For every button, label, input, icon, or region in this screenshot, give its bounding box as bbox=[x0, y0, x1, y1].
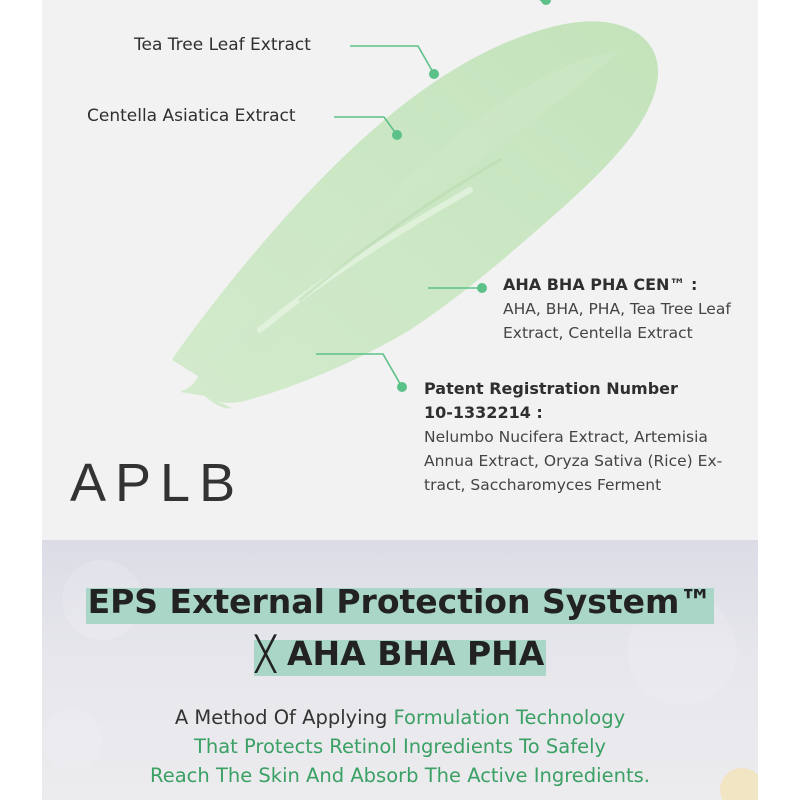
callout-aha: AHA BHA PHA CEN™ : AHA, BHA, PHA, Tea Tr… bbox=[503, 273, 731, 345]
callout-aha-title: AHA BHA PHA CEN™ : bbox=[503, 275, 698, 294]
callout-patent-line-2: Annua Extract, Oryza Sativa (Rice) Ex- bbox=[424, 452, 723, 470]
callout-aha-line-2: Extract, Centella Extract bbox=[503, 324, 693, 342]
leader-tea-tree bbox=[350, 45, 435, 75]
description-line-1: A Method Of Applying Formulation Technol… bbox=[0, 703, 800, 732]
callout-patent-title-1: Patent Registration Number bbox=[424, 379, 678, 398]
description-line-1-green: Formulation Technology bbox=[393, 706, 626, 729]
description-line-2: That Protects Retinol Ingredients To Saf… bbox=[193, 735, 607, 758]
headline-line-1: EPS External Protection System™ bbox=[0, 580, 800, 624]
cream-swatch-illustration bbox=[172, 0, 659, 409]
callout-tea-tree: Tea Tree Leaf Extract bbox=[134, 35, 311, 55]
description-line-3: Reach The Skin And Absorb The Active Ing… bbox=[150, 764, 650, 787]
dot-top bbox=[541, 0, 551, 5]
callout-patent-title-2: 10-1332214 : bbox=[424, 403, 543, 422]
leader-patent bbox=[316, 353, 403, 388]
description: A Method Of Applying Formulation Technol… bbox=[0, 703, 800, 790]
headline-line-2: ╳ AHA BHA PHA bbox=[0, 632, 800, 676]
callout-patent-line-3: tract, Saccharomyces Ferment bbox=[424, 476, 662, 494]
dot-tea-tree bbox=[429, 69, 439, 79]
dot-patent bbox=[397, 382, 407, 392]
leader-centella bbox=[334, 116, 398, 136]
headline-text-1: EPS External Protection System™ bbox=[87, 582, 713, 621]
headline-text-2: ╳ AHA BHA PHA bbox=[255, 634, 545, 673]
dot-centella bbox=[392, 130, 402, 140]
description-line-1-plain: A Method Of Applying bbox=[174, 706, 394, 729]
callout-aha-line-1: AHA, BHA, PHA, Tea Tree Leaf bbox=[503, 300, 731, 318]
callout-patent: Patent Registration Number 10-1332214 : … bbox=[424, 377, 722, 497]
callout-centella: Centella Asiatica Extract bbox=[87, 106, 296, 126]
brand-logo: APLB bbox=[70, 453, 245, 513]
dot-aha bbox=[477, 283, 487, 293]
callout-patent-line-1: Nelumbo Nucifera Extract, Artemisia bbox=[424, 428, 708, 446]
